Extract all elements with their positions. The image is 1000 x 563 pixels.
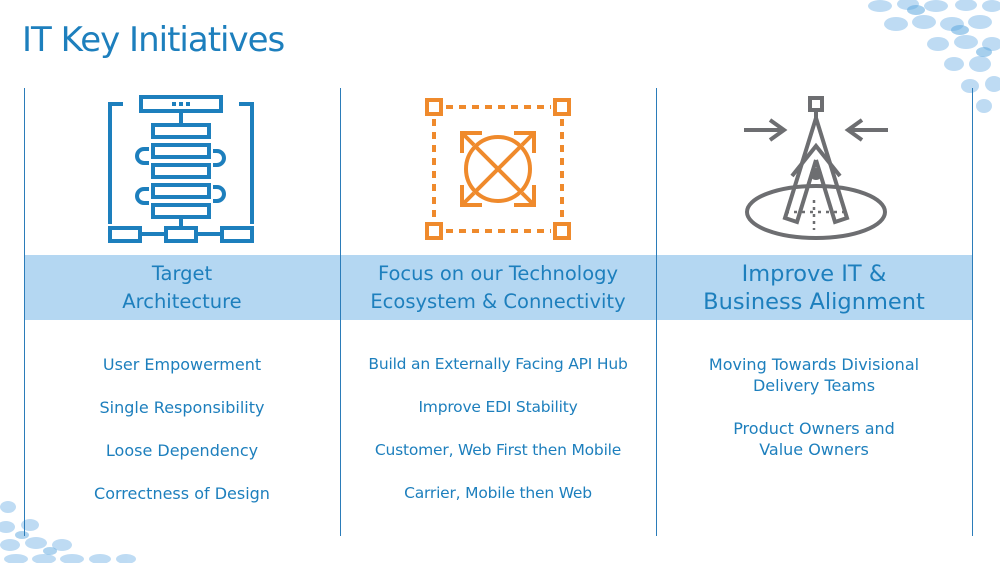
column-divider xyxy=(656,88,657,536)
list-item: Carrier, Mobile then Web xyxy=(404,484,592,502)
list-item: Moving Towards Divisional Delivery Teams xyxy=(708,355,920,395)
list-item: User Empowerment xyxy=(102,355,262,374)
initiative-heading: Improve IT & Business Alignment xyxy=(703,260,925,315)
column-divider xyxy=(972,88,973,536)
initiative-item-list: Build an Externally Facing API Hub Impro… xyxy=(340,354,656,526)
initiative-item-list: User Empowerment Single Responsibility L… xyxy=(24,354,340,526)
list-item: Correctness of Design xyxy=(94,484,270,503)
initiative-column-target-architecture: Target Architecture User Empowerment Sin… xyxy=(24,88,340,536)
ecosystem-connectivity-icon xyxy=(425,98,571,240)
list-item: Single Responsibility xyxy=(99,398,265,417)
list-item: Customer, Web First then Mobile xyxy=(374,441,622,459)
column-divider xyxy=(340,88,341,536)
compass-alignment-icon xyxy=(744,96,888,240)
initiative-column-ecosystem: Focus on our Technology Ecosystem & Conn… xyxy=(340,88,656,536)
list-item: Improve EDI Stability xyxy=(418,398,578,416)
list-item: Build an Externally Facing API Hub xyxy=(368,355,628,373)
column-divider xyxy=(24,88,25,536)
heading-band xyxy=(24,255,972,320)
initiative-item-list: Moving Towards Divisional Delivery Teams… xyxy=(656,354,972,482)
list-item: Product Owners and Value Owners xyxy=(733,419,895,459)
initiative-column-business-alignment: Improve IT & Business Alignment Moving T… xyxy=(656,88,972,536)
page-title: IT Key Initiatives xyxy=(22,20,285,60)
initiative-heading: Focus on our Technology Ecosystem & Conn… xyxy=(370,261,626,313)
initiative-heading: Target Architecture xyxy=(122,261,242,313)
list-item: Loose Dependency xyxy=(105,441,259,460)
architecture-diagram-icon xyxy=(108,95,254,243)
